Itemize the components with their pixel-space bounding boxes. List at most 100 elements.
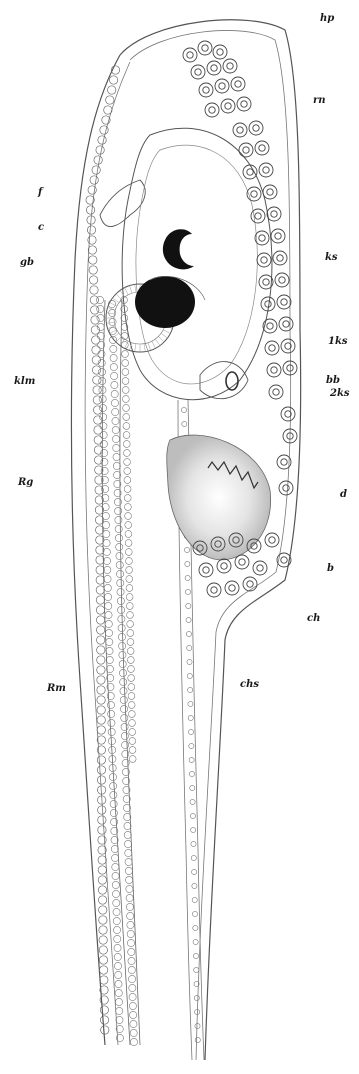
nucleated-cell — [231, 77, 245, 91]
column-cell — [119, 642, 126, 649]
column-cell — [128, 975, 135, 982]
column-cell — [126, 903, 133, 910]
epidermal-cell — [97, 726, 105, 734]
column-cell — [116, 570, 123, 577]
epidermal-cell — [90, 176, 98, 184]
epidermal-cell — [106, 96, 114, 104]
nucleated-cell — [221, 99, 235, 113]
epidermal-cell — [98, 856, 106, 864]
column-cell — [126, 558, 133, 565]
epidermal-cell — [96, 616, 104, 624]
nucleated-cell — [279, 481, 293, 495]
column-cell — [116, 543, 123, 550]
nucleated-cell — [279, 317, 293, 331]
epidermal-cell — [86, 206, 94, 214]
striation-line — [112, 298, 118, 303]
epidermal-cell — [96, 146, 104, 154]
nucleated-cell — [223, 59, 237, 73]
column-cell — [108, 737, 115, 744]
nucleated-cell — [207, 61, 221, 75]
column-cell — [112, 881, 119, 888]
column-cell — [124, 840, 131, 847]
chorda-cell — [185, 589, 190, 594]
label-rm: Rm — [47, 684, 66, 694]
chorda-cell — [192, 897, 197, 902]
column-cell — [110, 345, 117, 352]
chorda-cell — [187, 645, 192, 650]
column-cell — [123, 405, 130, 412]
cell-nucleus — [281, 557, 287, 563]
column-cell — [117, 579, 124, 586]
column-cell — [122, 360, 129, 367]
column-cell — [129, 993, 136, 1000]
column-cell — [124, 495, 131, 502]
label-c: c — [38, 223, 44, 233]
column-cell — [108, 710, 115, 717]
column-cell — [127, 648, 134, 655]
nucleated-cell — [233, 123, 247, 137]
column-cell — [102, 521, 109, 528]
column-cell — [126, 603, 133, 610]
epidermal-cell — [92, 166, 100, 174]
nucleated-cell — [267, 207, 281, 221]
column-cell — [124, 831, 131, 838]
chorda-cell — [185, 561, 190, 566]
nucleated-cell — [275, 273, 289, 287]
column-cell — [122, 369, 129, 376]
nucleated-cell — [281, 407, 295, 421]
label-f: f — [38, 188, 42, 198]
nucleated-cell — [239, 143, 253, 157]
nucleated-cell — [235, 555, 249, 569]
column-cell — [127, 921, 134, 928]
column-cell — [105, 611, 112, 618]
column-cell — [114, 953, 121, 960]
column-cell — [128, 702, 135, 709]
column-cell — [128, 711, 135, 718]
column-cell — [129, 756, 136, 763]
chorda-cell — [190, 813, 195, 818]
column-cell — [121, 315, 128, 322]
nucleated-cell — [207, 583, 221, 597]
column-cell — [98, 350, 105, 357]
nucleated-cell — [271, 229, 285, 243]
column-cell — [102, 512, 109, 519]
striation-line — [155, 339, 160, 345]
chorda-cell — [188, 701, 193, 706]
nucleated-cell — [253, 561, 267, 575]
column-cell — [111, 381, 118, 388]
column-cell — [130, 1020, 137, 1027]
epidermal-cell — [98, 816, 106, 824]
column-cell — [116, 561, 123, 568]
nucleated-cell — [249, 121, 263, 135]
epidermal-cell — [100, 976, 108, 984]
column-cell — [122, 387, 129, 394]
column-cell — [110, 354, 117, 361]
column-cell — [120, 687, 127, 694]
epidermal-cell — [99, 936, 107, 944]
epidermal-cell — [100, 1016, 108, 1024]
column-cell — [124, 468, 131, 475]
column-cell — [110, 809, 117, 816]
column-cell — [113, 453, 120, 460]
column-cell — [125, 540, 132, 547]
cell-nucleus — [241, 101, 247, 107]
epidermal-cell — [88, 186, 96, 194]
epidermal-cell — [96, 586, 104, 594]
epidermal-cell — [108, 86, 116, 94]
column-cell — [104, 584, 111, 591]
chorda-cell — [186, 631, 191, 636]
chorda-cell — [195, 1037, 200, 1042]
column-cell — [112, 426, 119, 433]
chorda-cell — [181, 407, 186, 412]
chorda-cell — [189, 771, 194, 776]
epidermal-cell — [99, 926, 107, 934]
cell-nucleus — [203, 87, 209, 93]
column-cell — [114, 935, 121, 942]
label-hp: hp — [320, 14, 334, 24]
striation-line — [129, 286, 131, 294]
column-cell — [113, 462, 120, 469]
column-cell — [103, 557, 110, 564]
epidermal-cell — [87, 226, 95, 234]
column-cell — [103, 548, 110, 555]
